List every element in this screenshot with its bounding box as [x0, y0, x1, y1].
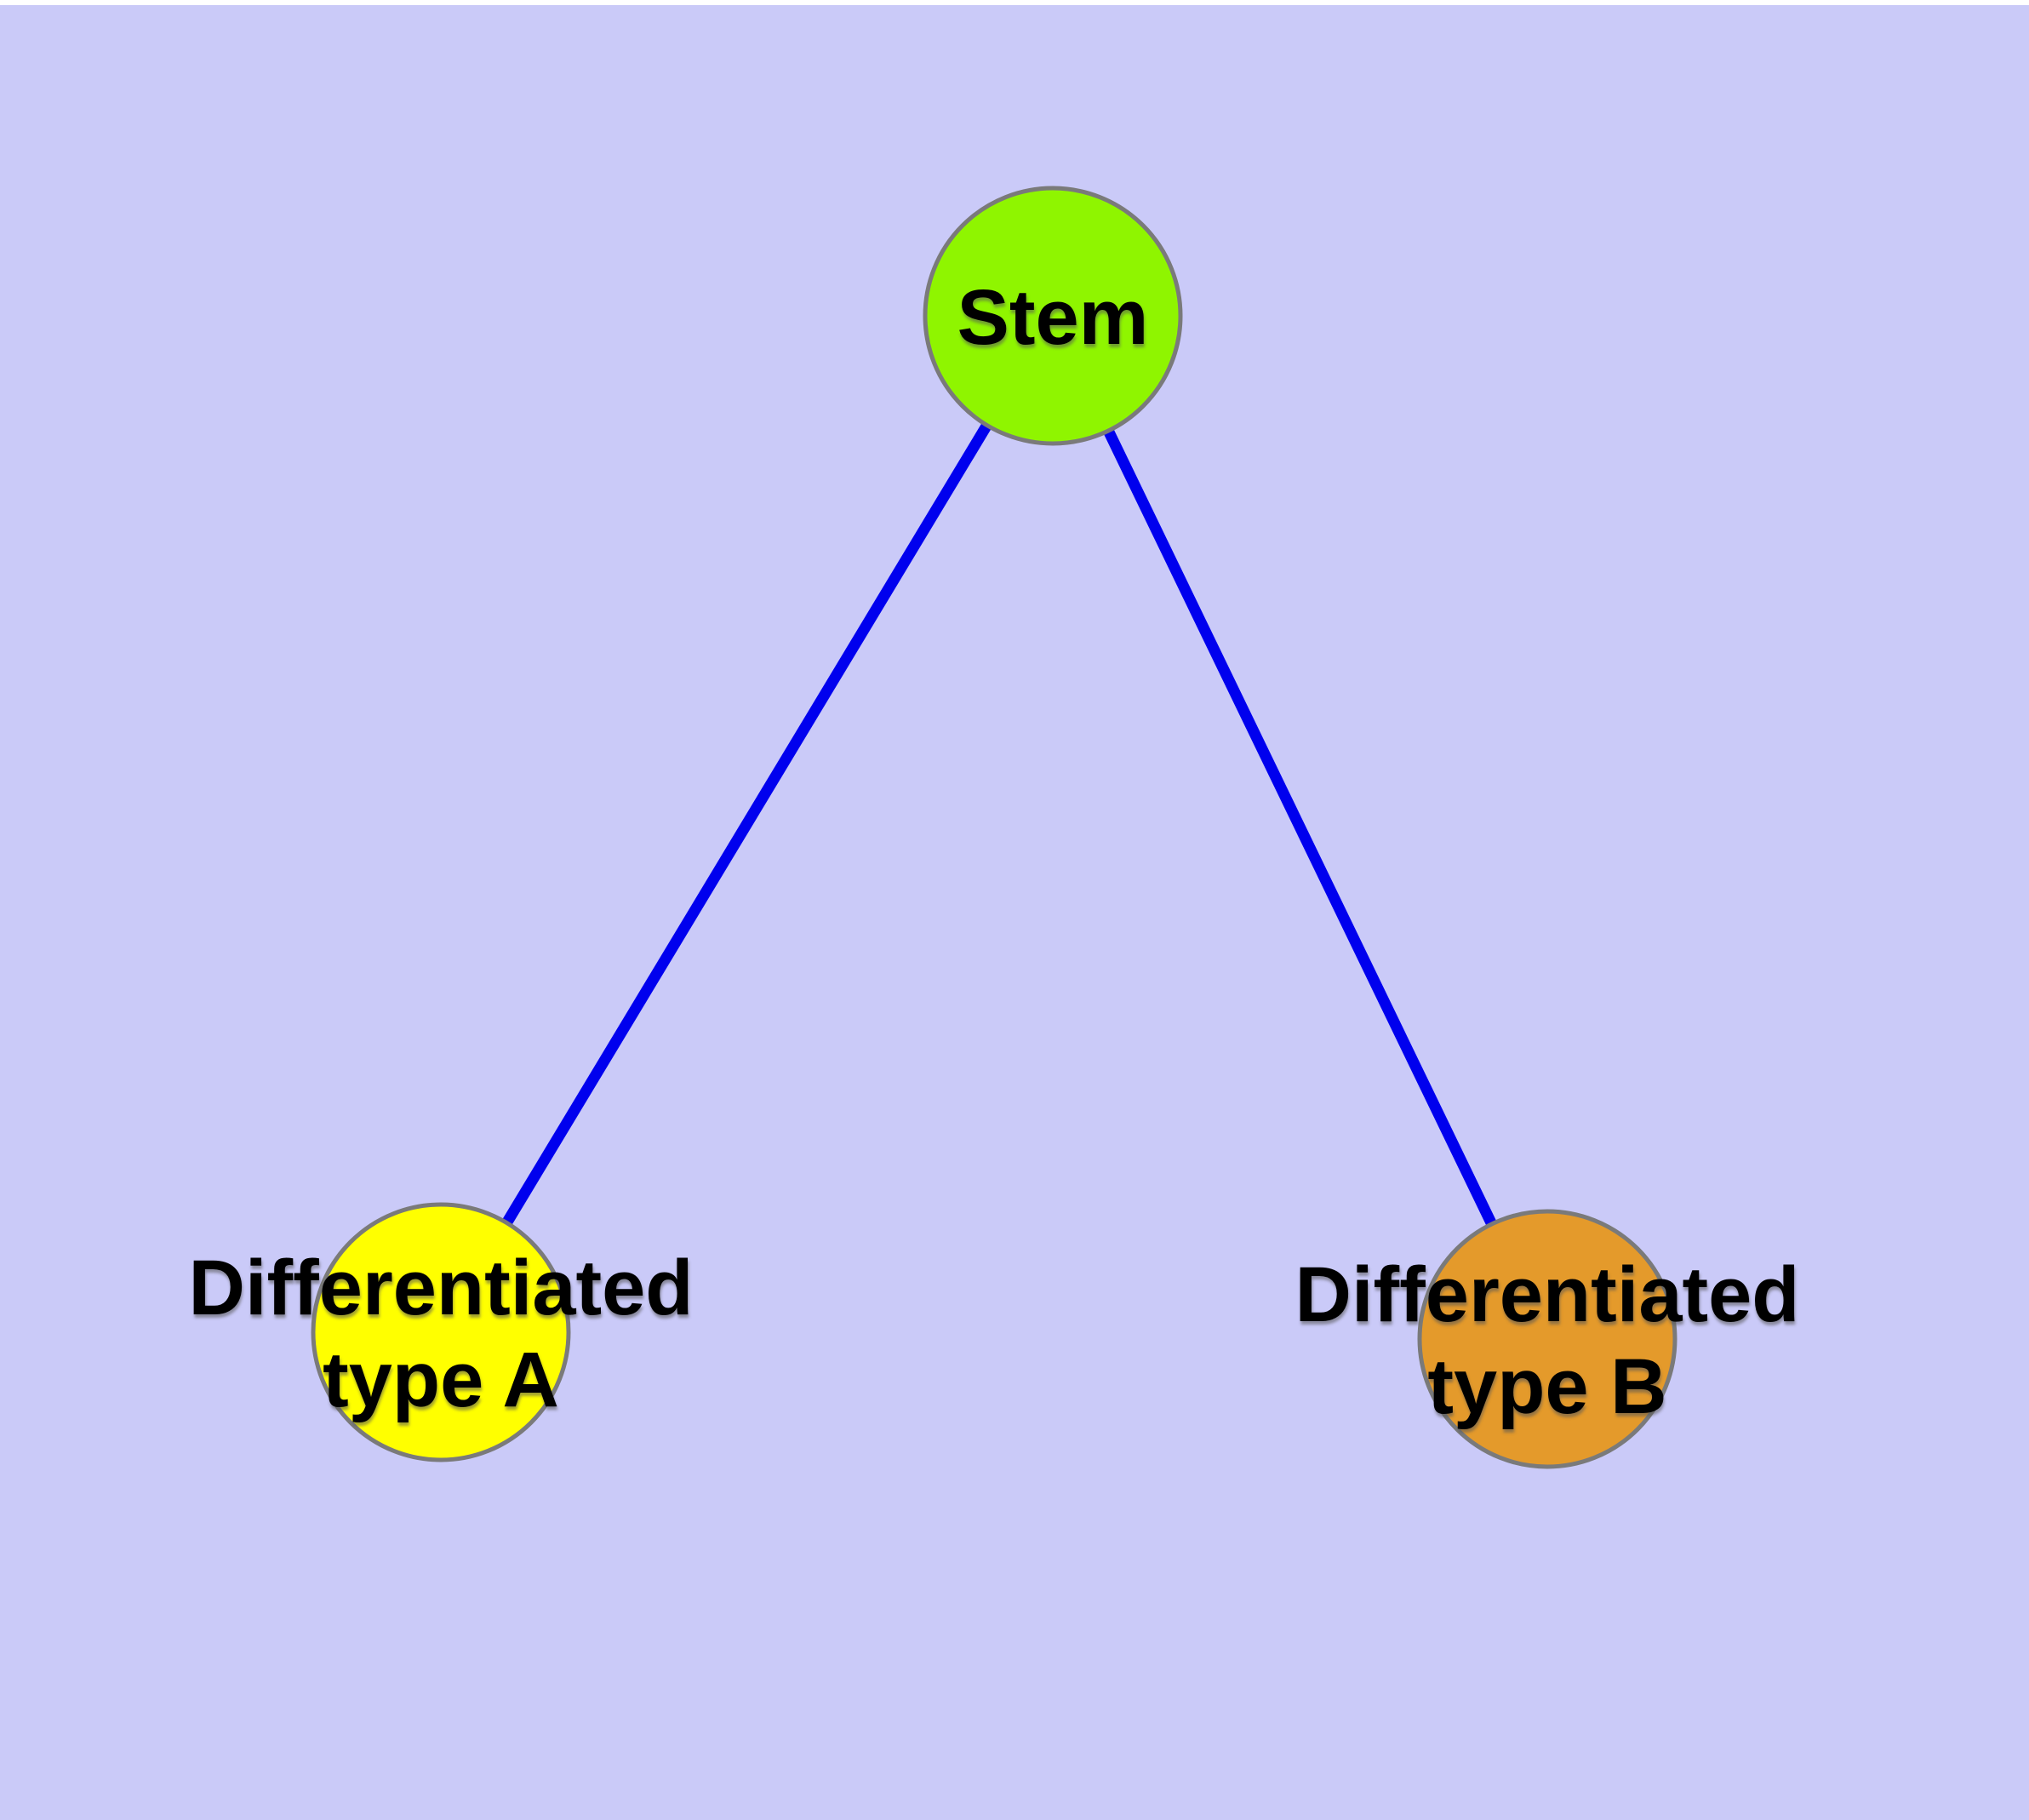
- node-differentiated-type-a-label-line-1: Differentiated: [189, 1245, 694, 1331]
- node-differentiated-type-b-circle: [1417, 1209, 1677, 1469]
- edge-stem-to-differentiated-type-b: [1048, 313, 1552, 1342]
- node-stem: Stem: [923, 186, 1183, 446]
- edge-stem-to-differentiated-type-a: [436, 312, 1058, 1336]
- node-stem-circle: [923, 186, 1183, 446]
- node-differentiated-type-b-label-line-2: type B: [1427, 1343, 1666, 1430]
- node-stem-label: Stem: [957, 274, 1149, 361]
- node-differentiated-type-a-label-line-2: type A: [323, 1336, 559, 1423]
- node-stem-label-line-1: Stem: [957, 274, 1149, 361]
- node-differentiated-type-b-label-line-1: Differentiated: [1295, 1251, 1800, 1338]
- node-differentiated-type-a-circle: [311, 1202, 571, 1462]
